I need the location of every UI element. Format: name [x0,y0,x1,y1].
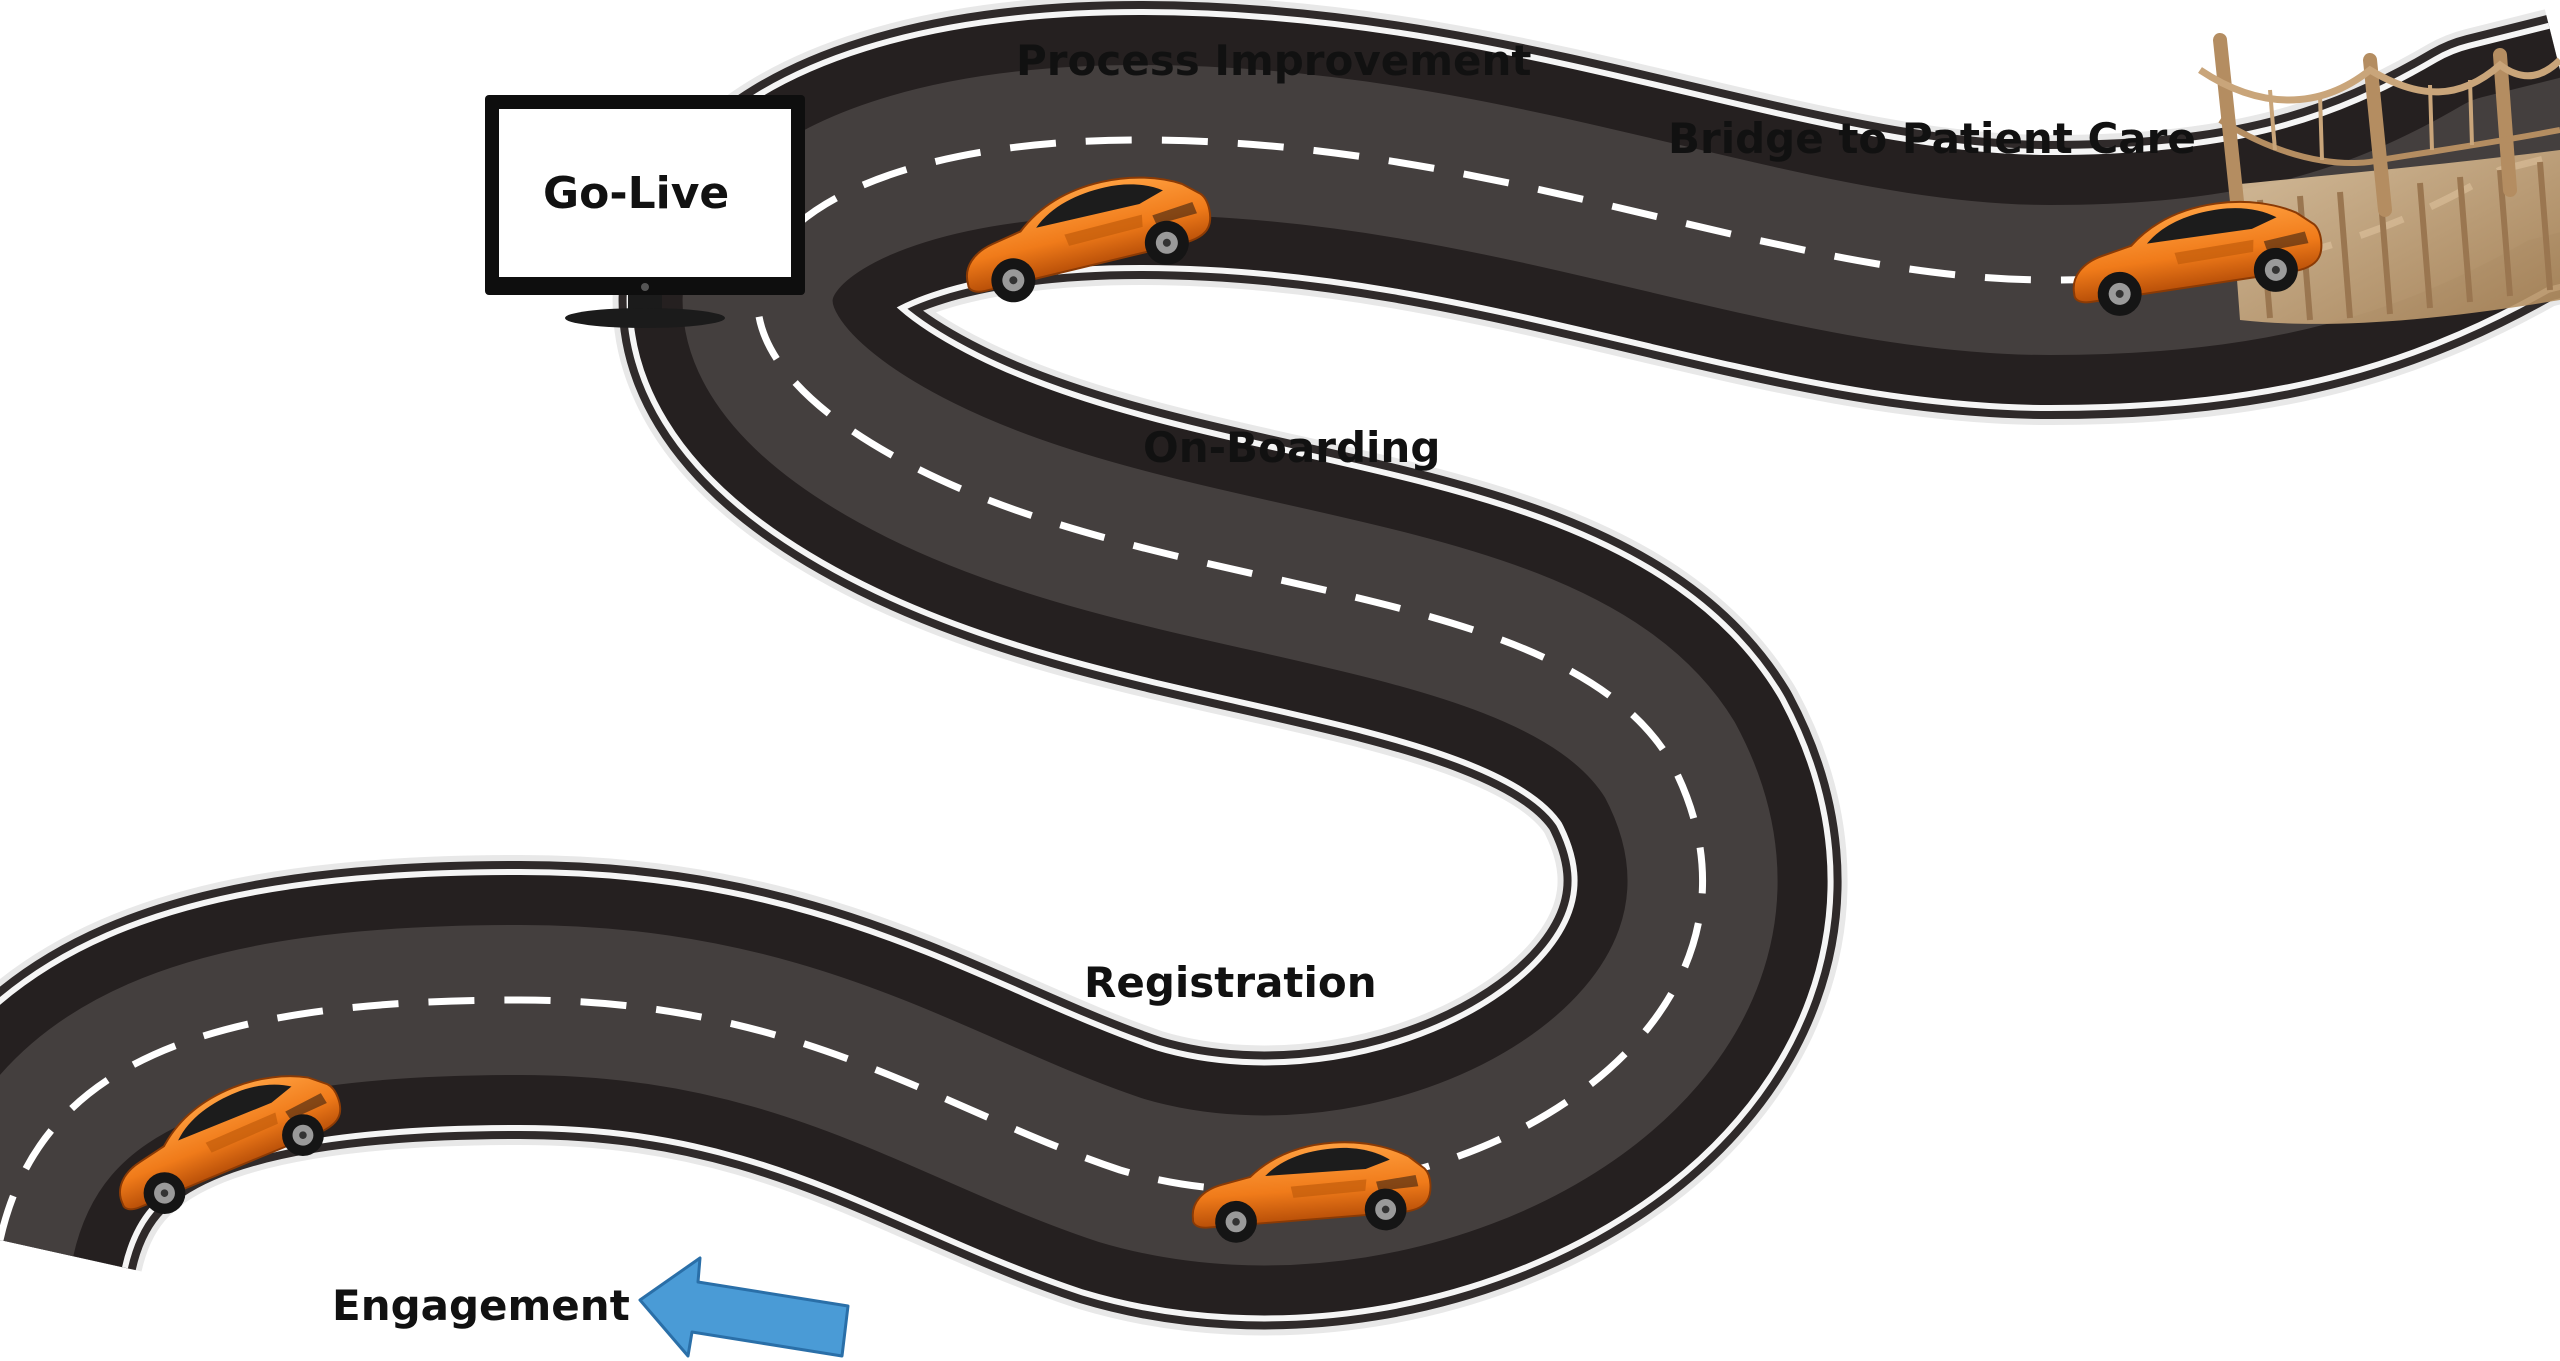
label-on-boarding: On-Boarding [1143,423,1441,472]
left-arrow-icon [638,1256,850,1358]
lane-marking [0,136,2560,1241]
rope-bridge-icon [2198,33,2560,324]
label-engagement: Engagement [332,1281,630,1330]
label-bridge-to-patient-care: Bridge to Patient Care [1668,114,2196,163]
label-go-live: Go-Live [543,168,730,219]
label-process-improvement: Process Improvement [1016,36,1532,85]
label-registration: Registration [1084,958,1377,1007]
monitor-icon [485,95,805,328]
